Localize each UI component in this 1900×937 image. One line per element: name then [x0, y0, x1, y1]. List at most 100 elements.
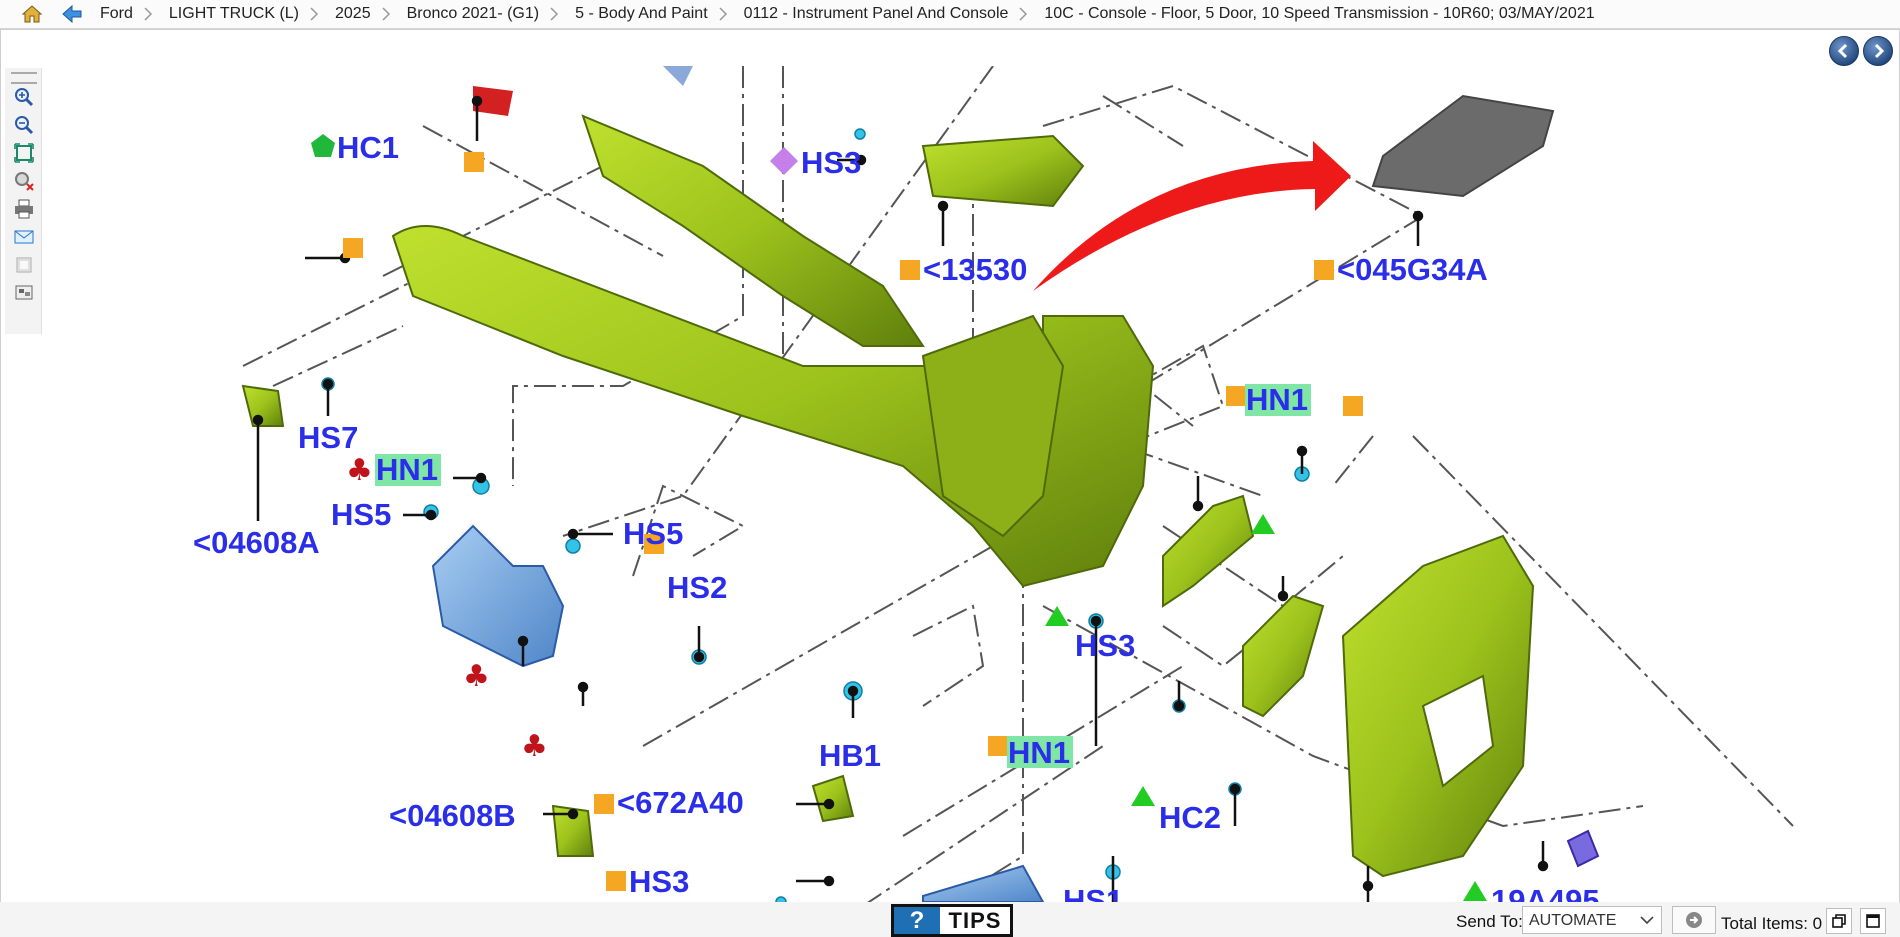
restore-window-button[interactable] — [1826, 908, 1852, 934]
label-045g34a[interactable]: <045G34A — [1337, 252, 1488, 287]
breadcrumb-item-year[interactable]: 2025 — [335, 5, 371, 22]
diagram-viewer[interactable]: ♣ ♣ ♣ HC1 HS3 <13530 <045G34A HS7 HN1 HS… — [0, 29, 1900, 903]
blue-bracket-part[interactable] — [431, 524, 565, 668]
label-hs5-left[interactable]: HS5 — [331, 497, 391, 532]
red-part — [473, 86, 513, 116]
label-hs2[interactable]: HS2 — [667, 570, 727, 605]
clear-zoom-icon[interactable] — [13, 170, 35, 192]
floor-console-part[interactable] — [391, 114, 1155, 588]
copy-image-icon[interactable] — [13, 254, 35, 276]
label-hn1-right[interactable]: HN1 — [1246, 382, 1308, 417]
club-marker: ♣ — [463, 659, 490, 694]
callout-labels: HC1 HS3 <13530 <045G34A HS7 HN1 HS5 <046… — [193, 130, 1600, 902]
fit-to-window-icon[interactable] — [13, 142, 35, 164]
chevron-right-icon — [310, 7, 319, 21]
square-marker — [1343, 396, 1363, 416]
direction-arrow — [1033, 141, 1351, 291]
breadcrumb-item-group[interactable]: 5 - Body And Paint — [575, 5, 708, 22]
club-marker: ♣ — [346, 453, 373, 488]
square-marker — [1314, 260, 1334, 280]
pentagon-marker — [311, 134, 335, 157]
bottom-bar: ? TIPS Send To: AUTOMATE Total Items: 0 — [0, 902, 1900, 937]
send-to-label: Send To: — [1456, 912, 1523, 931]
club-marker: ♣ — [521, 729, 548, 764]
maximize-window-button[interactable] — [1860, 908, 1886, 934]
maximize-icon — [1866, 914, 1880, 928]
arrow-left-icon — [1837, 43, 1848, 59]
chevron-right-icon — [1019, 7, 1028, 21]
label-hs3-bottom[interactable]: HS3 — [629, 864, 689, 899]
arrow-right-icon — [1874, 43, 1885, 59]
label-04608a[interactable]: <04608A — [193, 525, 320, 560]
square-marker — [343, 238, 363, 258]
callout-lines — [252, 95, 1549, 902]
tips-button[interactable]: ? TIPS — [891, 904, 1013, 937]
zoom-in-icon[interactable] — [13, 86, 35, 108]
square-marker — [1226, 386, 1246, 406]
arrow-circle-right-icon — [1686, 912, 1702, 928]
print-icon[interactable] — [13, 198, 35, 220]
breadcrumb-item-vehicle-type[interactable]: LIGHT TRUCK (L) — [168, 5, 299, 22]
help-icon: ? — [894, 907, 940, 934]
label-hs3-top[interactable]: HS3 — [801, 145, 861, 180]
label-hs3-right[interactable]: HS3 — [1075, 628, 1135, 663]
chevron-right-icon — [144, 7, 152, 21]
chevron-right-icon — [550, 7, 559, 21]
label-hs1[interactable]: HS1 — [1063, 883, 1123, 902]
chevron-right-icon — [719, 7, 727, 21]
toolbar-grip[interactable] — [11, 72, 37, 84]
breadcrumb-item-make[interactable]: Ford — [100, 5, 133, 22]
illustration-nav — [1829, 36, 1893, 66]
breadcrumb-bar: Ford LIGHT TRUCK (L) 2025 Bronco 2021- (… — [0, 0, 1900, 29]
diamond-marker — [770, 147, 798, 175]
triangle-marker — [1251, 514, 1275, 534]
label-hn1-left[interactable]: HN1 — [376, 452, 438, 487]
small-green-parts[interactable] — [241, 384, 855, 857]
bin-part[interactable] — [921, 134, 1085, 208]
label-hc2[interactable]: HC2 — [1159, 800, 1221, 835]
back-arrow-icon[interactable] — [60, 2, 84, 26]
label-13530[interactable]: <13530 — [923, 252, 1027, 287]
thumbnail-icon[interactable] — [13, 282, 35, 304]
triangle-marker — [1463, 881, 1487, 901]
triangle-marker — [1045, 606, 1069, 626]
tips-label: TIPS — [948, 907, 1002, 933]
label-hs5-mid[interactable]: HS5 — [623, 516, 683, 551]
send-button[interactable] — [1672, 906, 1716, 934]
label-19a495[interactable]: 19A495 — [1491, 883, 1600, 902]
bracket-part-right[interactable] — [1162, 494, 1325, 718]
send-to-select[interactable]: AUTOMATE — [1522, 906, 1662, 934]
diagram-toolbar — [5, 68, 42, 334]
restore-icon — [1832, 914, 1846, 928]
next-illustration-button[interactable] — [1863, 36, 1893, 66]
blue-plate-part — [922, 864, 1045, 902]
breadcrumb-item-model[interactable]: Bronco 2021- (G1) — [406, 5, 540, 22]
square-marker — [594, 794, 614, 814]
square-marker — [464, 152, 484, 172]
console-mat-part[interactable] — [1371, 94, 1555, 198]
triangle-marker — [1131, 786, 1155, 806]
top-blue-part — [663, 66, 693, 86]
chevron-down-icon — [1640, 916, 1654, 925]
label-672a40[interactable]: <672A40 — [617, 785, 744, 820]
square-marker — [644, 534, 664, 554]
square-marker — [988, 736, 1008, 756]
chevron-right-icon — [382, 7, 390, 21]
label-hc1[interactable]: HC1 — [337, 130, 399, 165]
parts-illustration[interactable]: ♣ ♣ ♣ HC1 HS3 <13530 <045G34A HS7 HN1 HS… — [43, 66, 1897, 902]
zoom-out-icon[interactable] — [13, 114, 35, 136]
purple-clip-part — [1566, 829, 1600, 868]
square-marker — [606, 871, 626, 891]
square-marker — [900, 260, 920, 280]
total-items: Total Items: 0 — [1721, 914, 1823, 933]
label-hn1-bottom[interactable]: HN1 — [1008, 735, 1070, 770]
label-04608b[interactable]: <04608B — [389, 798, 516, 833]
previous-illustration-button[interactable] — [1829, 36, 1859, 66]
breadcrumb-item-subgroup[interactable]: 0112 - Instrument Panel And Console — [743, 5, 1009, 22]
email-icon[interactable] — [13, 226, 35, 248]
rear-panel-part[interactable] — [1341, 534, 1535, 878]
label-hs7[interactable]: HS7 — [298, 420, 358, 455]
breadcrumb-item-illustration: 10C - Console - Floor, 5 Door, 10 Speed … — [1044, 5, 1595, 22]
label-hb1[interactable]: HB1 — [819, 738, 881, 773]
home-icon[interactable] — [20, 2, 44, 26]
